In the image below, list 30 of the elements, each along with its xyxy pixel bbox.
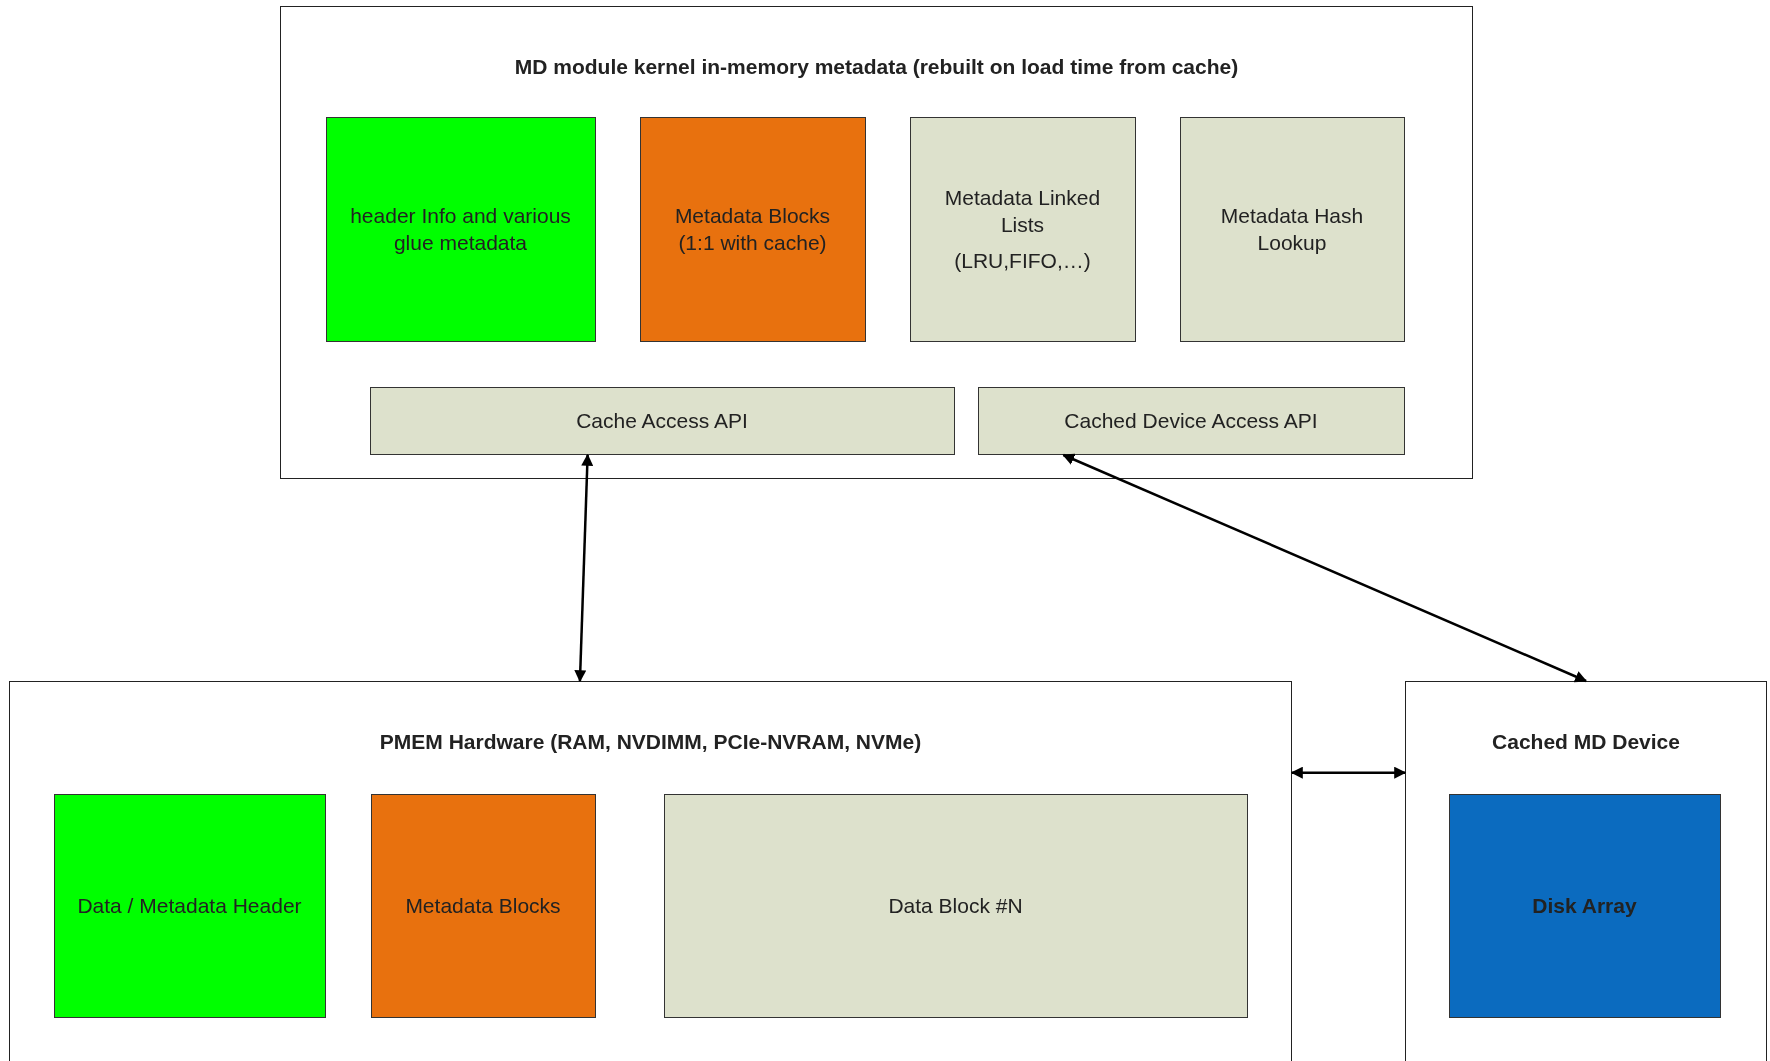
component-box bbox=[369, 386, 955, 455]
component-label: Metadata Blocks (1:1 with cache) bbox=[673, 202, 832, 256]
double-arrow bbox=[574, 453, 594, 683]
component-box bbox=[909, 116, 1136, 342]
double-arrow bbox=[1062, 453, 1588, 683]
container-box bbox=[280, 6, 1473, 479]
component-label: header Info and various glue metadata bbox=[349, 202, 572, 256]
component-box bbox=[370, 793, 596, 1018]
component-label: Metadata Hash Lookup bbox=[1219, 202, 1365, 256]
component-box bbox=[663, 793, 1248, 1018]
component-box bbox=[977, 386, 1405, 455]
component-box bbox=[639, 116, 866, 342]
container-heading: PMEM Hardware (RAM, NVDIMM, PCIe-NVRAM, NVMe) bbox=[378, 730, 923, 754]
component-label: Data / Metadata Header bbox=[77, 892, 302, 919]
component-label: Cache Access API bbox=[576, 407, 748, 434]
component-label: Data Block #N bbox=[888, 892, 1023, 919]
container-heading: Cached MD Device bbox=[1491, 730, 1681, 754]
component-label: (LRU,FIFO,…) bbox=[954, 247, 1091, 274]
component-box bbox=[1179, 116, 1405, 342]
component-label: Disk Array bbox=[1532, 892, 1637, 919]
container-box bbox=[9, 681, 1292, 1061]
container-heading: MD module kernel in-memory metadata (rebuilt on load time from cache) bbox=[513, 55, 1240, 79]
component-label: Metadata Linked Lists bbox=[943, 185, 1102, 239]
component-label: Metadata Blocks bbox=[405, 892, 561, 919]
double-arrow bbox=[1290, 766, 1407, 779]
component-box bbox=[1448, 793, 1721, 1018]
container-box bbox=[1405, 681, 1767, 1061]
component-box bbox=[53, 793, 326, 1018]
component-box bbox=[325, 116, 596, 342]
component-label: Cached Device Access API bbox=[1064, 407, 1318, 434]
